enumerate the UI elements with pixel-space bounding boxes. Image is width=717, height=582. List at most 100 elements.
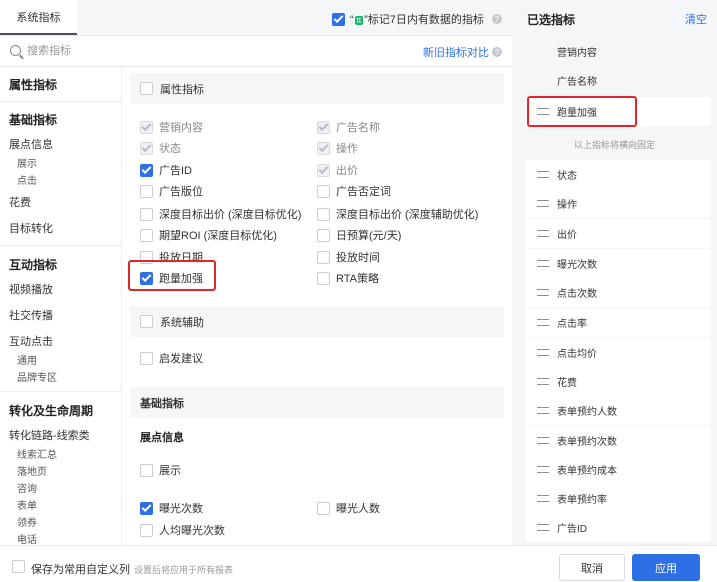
drag-handle-icon[interactable] (537, 466, 549, 473)
clear-button[interactable]: 清空 (685, 14, 707, 26)
nav-item-exposure[interactable]: 展点信息 (9, 139, 53, 151)
nav-item-form[interactable]: 表单 (17, 501, 37, 512)
mark-label: “tt”标记7日内有数据的指标 (350, 14, 484, 26)
metric-ad-position[interactable]: 广告版位 (140, 183, 203, 199)
checkbox[interactable] (317, 271, 330, 285)
drag-handle-icon[interactable] (537, 200, 549, 207)
metric-boost[interactable]: 跑量加强 (140, 270, 203, 286)
metric-ad-negative-word[interactable]: 广告否定词 (317, 183, 391, 199)
metric-daily-budget[interactable]: 日预算(元/天) (317, 227, 401, 243)
selected-item[interactable]: 点击率 (525, 308, 711, 337)
selected-item[interactable]: 花费 (525, 367, 711, 396)
nav-item-click[interactable]: 点击 (17, 176, 37, 187)
selected-item[interactable]: 出价 (525, 219, 711, 248)
tab-label: 系统指标 (16, 11, 61, 24)
nav-item-coupon[interactable]: 领券 (17, 518, 37, 529)
checkbox[interactable] (317, 184, 330, 198)
checkbox[interactable] (140, 351, 153, 365)
metric-inspiration[interactable]: 启发建议 (140, 350, 203, 366)
checkbox[interactable] (140, 463, 153, 477)
nav-group-conversion[interactable]: 转化及生命周期 (9, 404, 94, 418)
nav-item-interact-click[interactable]: 互动点击 (9, 336, 53, 348)
drag-handle-icon[interactable] (537, 407, 549, 414)
compare-metrics-link[interactable]: 新旧指标对比? (423, 44, 502, 60)
cancel-button[interactable]: 取消 (559, 554, 625, 581)
nav-item-social[interactable]: 社交传播 (9, 310, 53, 322)
selected-item[interactable]: 表单预约率 (525, 484, 711, 513)
metric-delivery-time[interactable]: 投放时间 (317, 249, 380, 265)
selected-item[interactable]: 表单预约成本 (525, 455, 711, 484)
selected-item[interactable]: 状态 (525, 160, 711, 189)
selected-item[interactable]: 表单预约人数 (525, 396, 711, 425)
metric-ad-id[interactable]: 广告ID (140, 162, 192, 178)
drag-handle-icon[interactable] (537, 437, 549, 444)
selected-item[interactable]: 曝光次数 (525, 249, 711, 278)
nav-item-show[interactable]: 展示 (17, 159, 37, 170)
section-checkbox[interactable] (140, 82, 153, 95)
nav-item-lead-summary[interactable]: 线索汇总 (17, 450, 57, 461)
checkbox[interactable] (317, 250, 330, 264)
search-input[interactable] (27, 42, 227, 60)
checkbox[interactable] (140, 163, 153, 177)
checkbox[interactable] (317, 228, 330, 242)
nav-group-interaction[interactable]: 互动指标 (9, 258, 58, 272)
nav-item-landing-page[interactable]: 落地页 (17, 467, 47, 478)
metric-deep-bid-assist[interactable]: 深度目标出价 (深度辅助优化) (317, 206, 478, 222)
checkbox[interactable] (317, 501, 330, 515)
mark-recent-data-toggle[interactable]: “tt”标记7日内有数据的指标 ? (332, 11, 502, 27)
nav-item-conversion-chain[interactable]: 转化链路-线索类 (9, 430, 90, 442)
drag-handle-icon[interactable] (537, 230, 549, 237)
drag-handle-icon[interactable] (537, 319, 549, 326)
help-icon[interactable]: ? (491, 14, 502, 24)
selected-item[interactable]: 广告ID (525, 513, 711, 542)
section-checkbox[interactable] (140, 315, 153, 328)
drag-handle-icon[interactable] (537, 349, 549, 356)
nav-group-basic[interactable]: 基础指标 (9, 113, 58, 127)
nav-item-general[interactable]: 通用 (17, 356, 37, 367)
nav-item-phone[interactable]: 电话 (17, 535, 37, 545)
apply-button[interactable]: 应用 (632, 554, 700, 581)
selected-item[interactable]: 表单预约次数 (525, 426, 711, 455)
drag-handle-icon[interactable] (537, 260, 549, 267)
drag-handle-icon[interactable] (537, 378, 549, 385)
section-attr[interactable]: 属性指标 (130, 73, 504, 104)
checkbox[interactable] (140, 228, 153, 242)
checkbox[interactable] (140, 207, 153, 221)
nav-item-cost[interactable]: 花费 (9, 197, 31, 209)
metric-expected-roi[interactable]: 期望ROI (深度目标优化) (140, 227, 277, 243)
save-hint: 设置后将应用于所有报表 (134, 565, 234, 575)
selected-item-boost[interactable]: 跑量加强 (525, 97, 711, 126)
drag-handle-icon[interactable] (537, 524, 549, 531)
drag-handle-icon[interactable] (537, 108, 549, 115)
drag-handle-icon[interactable] (537, 171, 549, 178)
help-icon[interactable]: ? (492, 47, 502, 57)
metric-rta-strategy[interactable]: RTA策略 (317, 270, 379, 286)
checkbox[interactable] (317, 207, 330, 221)
selected-item[interactable]: 点击均价 (525, 338, 711, 367)
checkbox[interactable] (140, 250, 153, 264)
metric-deep-bid[interactable]: 深度目标出价 (深度目标优化) (140, 206, 301, 222)
section-system-assist[interactable]: 系统辅助 (130, 306, 504, 337)
checkbox[interactable] (140, 523, 153, 537)
metric-impression-users[interactable]: 曝光人数 (317, 500, 380, 516)
save-custom-columns-checkbox[interactable] (12, 560, 25, 573)
nav-group-attr[interactable]: 属性指标 (9, 78, 58, 92)
save-custom-columns-label[interactable]: 保存为常用自定义列 (31, 564, 130, 576)
drag-handle-icon[interactable] (537, 289, 549, 296)
mark-recent-checkbox[interactable] (332, 12, 345, 26)
tab-system-metrics[interactable]: 系统指标 (0, 0, 77, 35)
nav-item-consult[interactable]: 咨询 (17, 484, 37, 495)
selected-item[interactable]: 点击次数 (525, 278, 711, 307)
nav-item-target-conversion[interactable]: 目标转化 (9, 223, 53, 235)
checkbox[interactable] (140, 271, 153, 285)
checkbox[interactable] (140, 184, 153, 198)
metric-avg-impressions[interactable]: 人均曝光次数 (140, 522, 225, 538)
selected-item[interactable]: 操作 (525, 189, 711, 218)
nav-item-brand-zone[interactable]: 品牌专区 (17, 373, 57, 384)
metric-show[interactable]: 展示 (140, 462, 181, 478)
checkbox[interactable] (140, 501, 153, 515)
metric-impressions[interactable]: 曝光次数 (140, 500, 203, 516)
drag-handle-icon[interactable] (537, 495, 549, 502)
metric-start-date[interactable]: 投放日期 (140, 249, 203, 265)
nav-item-video-play[interactable]: 视频播放 (9, 284, 53, 296)
